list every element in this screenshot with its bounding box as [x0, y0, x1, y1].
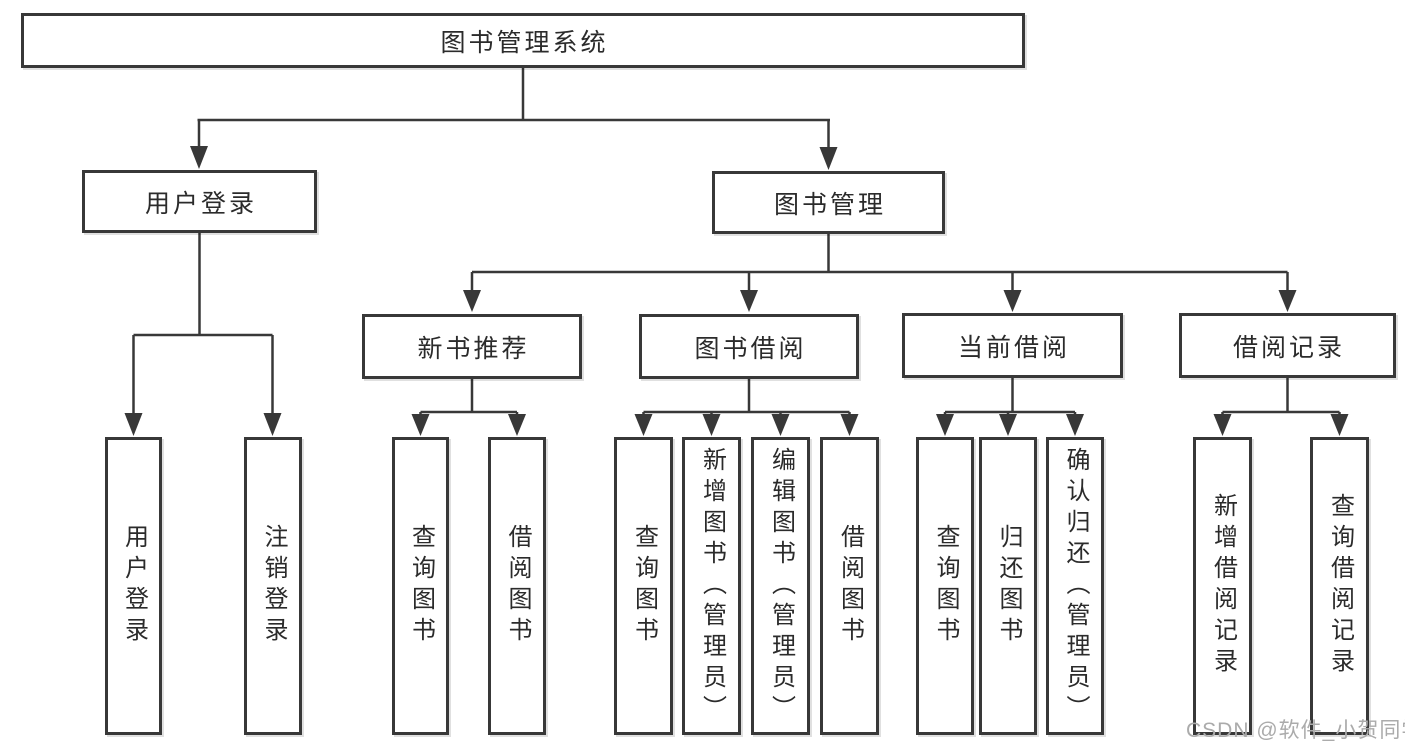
node-user-login: 用户登录 [82, 170, 317, 233]
node-leaf-borrow-query-books: 查询图书 [614, 437, 673, 735]
node-library-management-system: 图书管理系统 [21, 13, 1025, 68]
node-leaf-current-confirm-return-admin: 确认归还（管理员） [1046, 437, 1104, 735]
node-leaf-records-query-record: 查询借阅记录 [1310, 437, 1369, 735]
node-leaf-logout: 注销登录 [244, 437, 302, 735]
node-leaf-borrow-add-books-admin: 新增图书（管理员） [682, 437, 741, 735]
node-leaf-current-return-books: 归还图书 [979, 437, 1037, 735]
csdn-watermark: CSDN @软件_小贺同学 [1186, 719, 1405, 742]
node-current-borrowing: 当前借阅 [902, 313, 1123, 378]
arrowheads [124, 146, 1349, 436]
node-book-management: 图书管理 [712, 171, 945, 234]
node-leaf-user-login: 用户登录 [105, 437, 162, 735]
node-leaf-borrow-edit-books-admin: 编辑图书（管理员） [751, 437, 810, 735]
node-new-book-recommendation: 新书推荐 [362, 314, 582, 379]
node-leaf-current-query-books: 查询图书 [916, 437, 974, 735]
node-leaf-recommend-query-books: 查询图书 [392, 437, 449, 735]
node-borrowing-records: 借阅记录 [1179, 313, 1396, 378]
node-leaf-recommend-borrow-books: 借阅图书 [488, 437, 546, 735]
node-book-borrowing: 图书借阅 [639, 314, 859, 379]
node-leaf-records-add-record: 新增借阅记录 [1193, 437, 1252, 735]
node-leaf-borrow-borrow-books: 借阅图书 [820, 437, 879, 735]
